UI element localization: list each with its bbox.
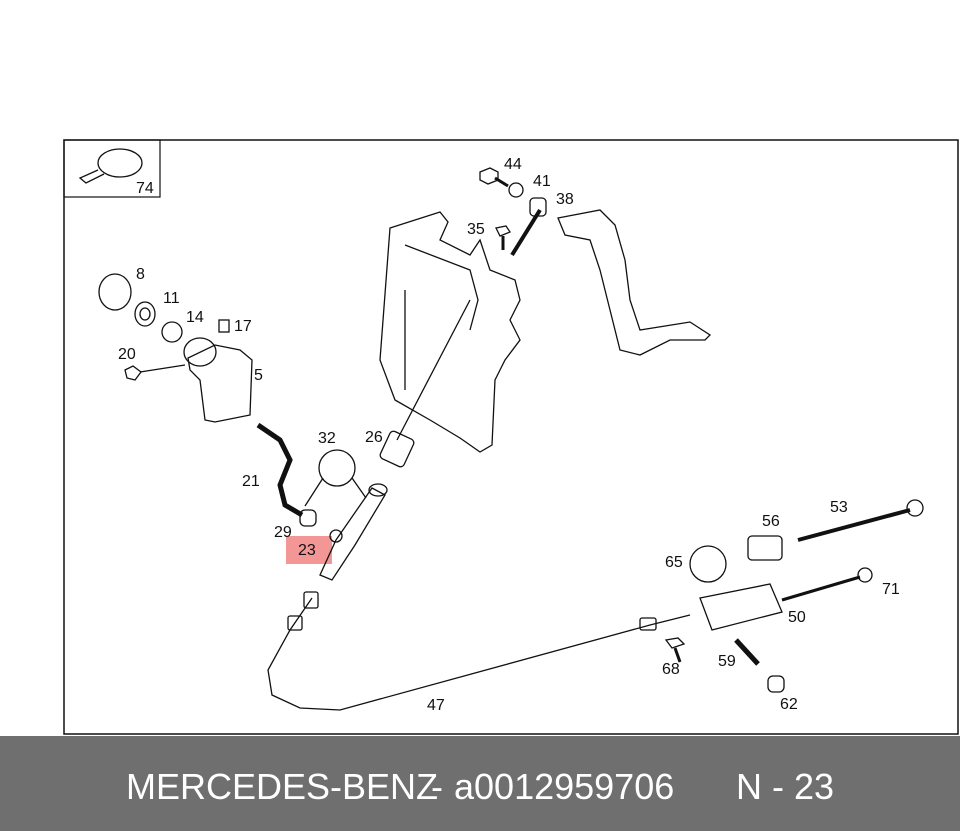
label-20: 20	[118, 346, 136, 363]
label-68: 68	[662, 661, 680, 678]
label-41: 41	[533, 173, 551, 190]
label-62: 62	[780, 696, 798, 713]
label-8: 8	[136, 266, 145, 283]
part-number: a0012959706	[454, 766, 675, 807]
pedal-bracket	[379, 211, 521, 453]
label-59: 59	[718, 653, 736, 670]
inset-box	[63, 139, 161, 198]
brand-name: MERCEDES-BENZ	[126, 766, 439, 807]
hydraulic-line	[267, 597, 691, 711]
label-26: 26	[365, 429, 383, 446]
label-17: 17	[234, 318, 252, 335]
clutch-pedal	[557, 209, 712, 356]
cable-tie-74-icon	[78, 148, 143, 184]
label-47: 47	[427, 697, 445, 714]
diagram-frame	[63, 139, 959, 735]
label-53: 53	[830, 499, 848, 516]
footer-bar: MERCEDES-BENZ - a0012959706 N - 23	[0, 736, 960, 831]
label-35: 35	[467, 221, 485, 238]
hose	[256, 422, 304, 518]
highlight-box	[286, 536, 332, 564]
label-65: 65	[665, 554, 683, 571]
label-74: 74	[136, 180, 154, 197]
label-23: 23	[298, 542, 316, 559]
slave-cylinder	[699, 583, 783, 631]
label-44: 44	[504, 156, 522, 173]
label-56: 56	[762, 513, 780, 530]
label-5: 5	[254, 367, 263, 384]
reservoir	[187, 344, 253, 423]
master-cylinder	[319, 487, 386, 581]
label-32: 32	[318, 430, 336, 447]
position-number: N - 23	[736, 766, 835, 807]
label-29: 29	[274, 524, 292, 541]
label-50: 50	[788, 609, 806, 626]
label-11: 11	[163, 290, 180, 307]
separator: -	[431, 766, 443, 807]
label-14: 14	[186, 309, 204, 326]
label-21: 21	[242, 473, 260, 490]
parts-diagram: 74 44 41 38 35 8 11 14 17 20 5 32 26 21 …	[63, 139, 959, 735]
label-38: 38	[556, 191, 574, 208]
label-71: 71	[882, 581, 900, 598]
